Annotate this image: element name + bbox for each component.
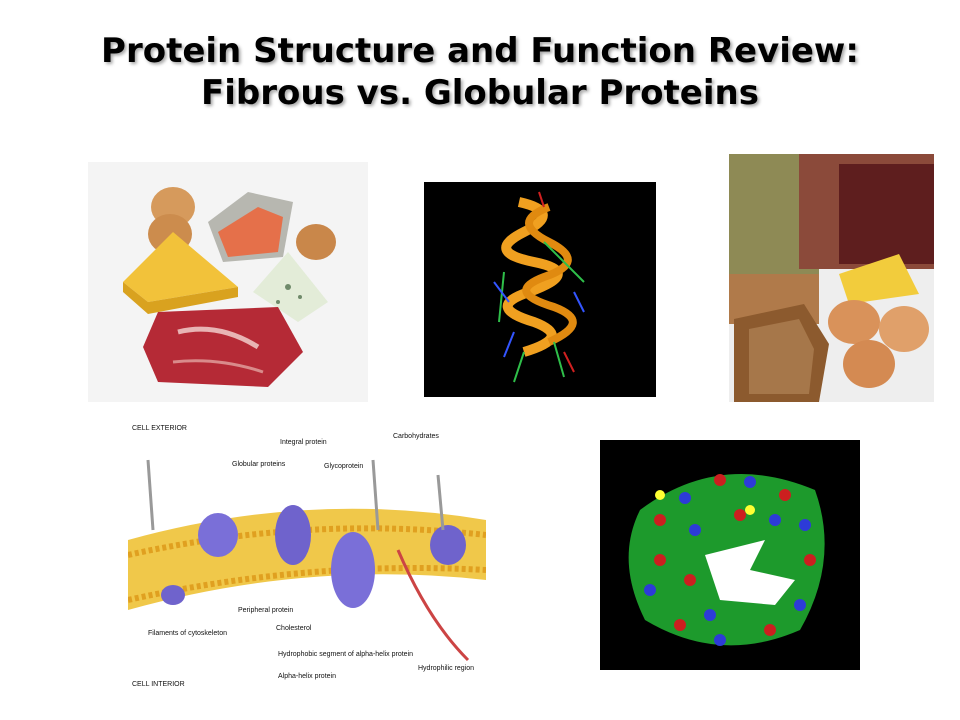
- space-filling-enzyme-model: [600, 440, 860, 670]
- protein-sources-photo: [729, 154, 934, 402]
- label-cholesterol: Cholesterol: [276, 625, 312, 632]
- title-line-1: Protein Structure and Function Review:: [101, 31, 859, 71]
- label-hydrophilic-region: Hydrophilic region: [418, 665, 474, 672]
- label-hydrophobic-segment: Hydrophobic segment of alpha-helix prote…: [278, 651, 413, 658]
- label-globular-proteins: Globular proteins: [232, 461, 286, 468]
- label-cell-interior: CELL INTERIOR: [132, 681, 185, 688]
- label-carbohydrates: Carbohydrates: [393, 433, 439, 440]
- slide-title: Protein Structure and Function Review: F…: [40, 30, 920, 114]
- label-integral-protein: Integral protein: [280, 439, 327, 446]
- label-peripheral-protein: Peripheral protein: [238, 607, 293, 614]
- label-glycoprotein: Glycoprotein: [324, 463, 363, 470]
- label-cell-exterior: CELL EXTERIOR: [132, 425, 187, 432]
- label-alpha-helix: Alpha-helix protein: [278, 673, 336, 680]
- label-filaments: Filaments of cytoskeleton: [148, 630, 227, 637]
- protein-foods-photo: [88, 162, 368, 402]
- helix-protein-model: [424, 182, 656, 397]
- cell-membrane-diagram: CELL EXTERIOR Integral protein Carbohydr…: [128, 420, 486, 690]
- title-line-2: Fibrous vs. Globular Proteins: [201, 73, 759, 113]
